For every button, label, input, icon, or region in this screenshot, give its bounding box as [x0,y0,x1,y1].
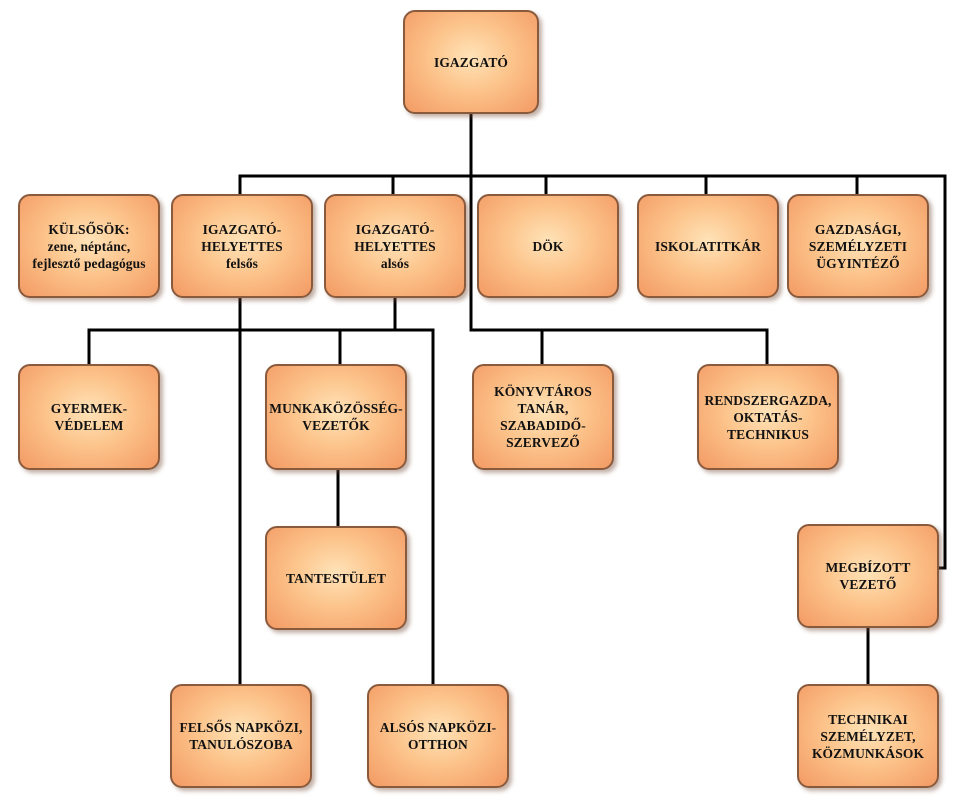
node-felsos-napkozi: FELSŐS NAPKÖZI, TANULÓSZOBA [170,684,312,788]
node-label: FELSŐS NAPKÖZI, TANULÓSZOBA [179,720,303,752]
node-megbizott-vezeto: MEGBÍZOTT VEZETŐ [797,524,939,628]
node-technikai-szemelyzet: TECHNIKAI SZEMÉLYZET, KÖZMUNKÁSOK [797,684,939,788]
node-alsos-napkozi: ALSÓS NAPKÖZI- OTTHON [367,684,509,788]
node-label: ALSÓS NAPKÖZI- OTTHON [379,720,497,752]
node-tantestulet: TANTESTÜLET [265,526,407,630]
node-munkakozosseg-vezetok: MUNKAKÖZÖSSÉG- VEZETŐK [265,364,407,470]
node-label: TANTESTÜLET [286,570,386,586]
node-dok: DÖK [477,194,619,298]
node-label: DÖK [532,238,564,254]
node-kulsosok: KÜLSŐSÖK: zene, néptánc, fejlesztő pedag… [18,194,160,298]
node-gyermekvedelem: GYERMEK- VÉDELEM [18,364,160,470]
node-label: KÜLSŐSÖK: zene, néptánc, fejlesztő pedag… [32,221,146,271]
node-konyvtaros-tanar: KÖNYVTÁROS TANÁR, SZABADIDŐ- SZERVEZŐ [472,364,614,470]
node-label: MEGBÍZOTT VEZETŐ [825,560,911,592]
node-gazdasagi-ugyintezo: GAZDASÁGI, SZEMÉLYZETI ÜGYINTÉZŐ [787,194,929,298]
node-igazgatohelyettes-alsos: IGAZGATÓ- HELYETTES alsós [324,194,466,298]
node-label: GYERMEK- VÉDELEM [50,401,128,433]
node-label: MUNKAKÖZÖSSÉG- VEZETŐK [269,401,403,433]
node-igazgatohelyettes-felsos: IGAZGATÓ- HELYETTES felsős [171,194,313,298]
node-label: KÖNYVTÁROS TANÁR, SZABADIDŐ- SZERVEZŐ [494,384,592,450]
node-igazgato: IGAZGATÓ [403,10,539,114]
node-rendszergazda: RENDSZERGAZDA, OKTATÁS- TECHNIKUS [697,364,839,470]
node-label: GAZDASÁGI, SZEMÉLYZETI ÜGYINTÉZŐ [808,221,908,271]
node-label: ISKOLATITKÁR [655,238,761,254]
node-iskolatitkar: ISKOLATITKÁR [637,194,779,298]
node-label: RENDSZERGAZDA, OKTATÁS- TECHNIKUS [704,392,832,442]
node-label: TECHNIKAI SZEMÉLYZET, KÖZMUNKÁSOK [811,711,925,761]
node-label: IGAZGATÓ- HELYETTES alsós [354,221,436,271]
node-label: IGAZGATÓ [433,54,509,70]
node-label: IGAZGATÓ- HELYETTES felsős [201,221,283,271]
